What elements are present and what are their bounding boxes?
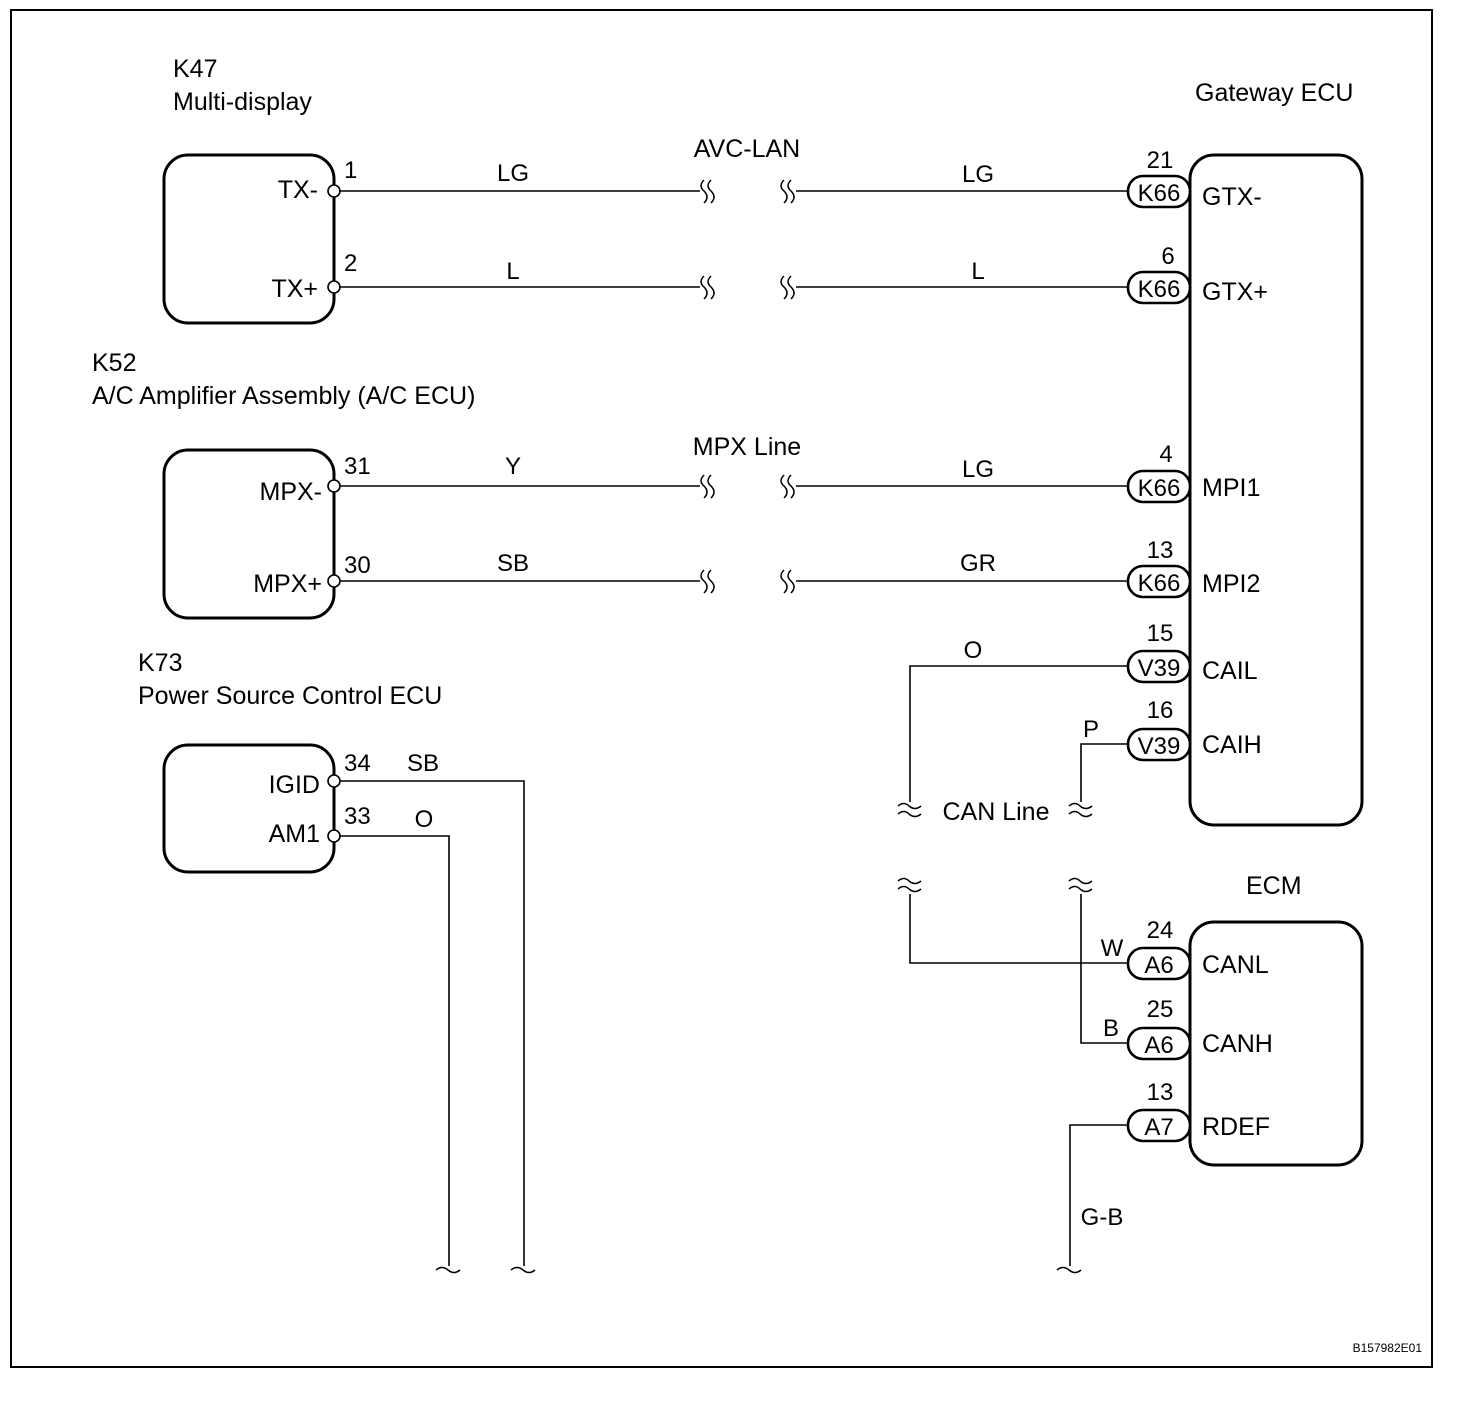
pin-no-1: 1 <box>344 157 357 184</box>
ecm-title: ECM <box>1246 872 1302 900</box>
pin-no-16: 16 <box>1147 697 1174 724</box>
k52-code: K52 <box>92 349 136 377</box>
connector-v39: V39 <box>1138 655 1181 682</box>
connector-pill <box>1126 270 1192 305</box>
wire-gtx-minus: 1 LG LG 21 K66 <box>327 147 1192 209</box>
wire-color-w: W <box>1101 935 1124 962</box>
pin-no-30: 30 <box>344 552 371 579</box>
k47-name: Multi-display <box>173 88 312 116</box>
gateway-pin-caih: CAIH <box>1202 731 1262 759</box>
wire-canh: B 25 A6 <box>1068 877 1192 1061</box>
wire-mpi1: 31 Y LG 4 K66 <box>327 441 1192 504</box>
connector-a6: A6 <box>1144 952 1173 979</box>
ecm-pin-canl: CANL <box>1202 951 1269 979</box>
ecm-pin-rdef: RDEF <box>1202 1113 1270 1141</box>
pin-no-13: 13 <box>1147 537 1174 564</box>
wire-color-lg-right: LG <box>962 161 994 188</box>
wire-rdef: G-B 13 A7 <box>1056 1079 1192 1274</box>
gateway-pin-cail: CAIL <box>1202 657 1258 685</box>
wire-canl: W 24 A6 <box>897 877 1192 981</box>
wire-color-sb: SB <box>497 550 529 577</box>
k52-pin-mpxp: MPX+ <box>253 570 322 598</box>
connector-a7: A7 <box>1144 1114 1173 1141</box>
gateway-pin-mpi2: MPI2 <box>1202 570 1260 598</box>
connector-pill <box>1126 469 1192 504</box>
connector-k66: K66 <box>1138 475 1181 502</box>
diagram-frame <box>10 9 1433 1368</box>
connector-pill <box>1126 727 1192 762</box>
wire-mpi2: 30 SB GR 13 K66 <box>327 537 1192 599</box>
k47-code: K47 <box>173 55 217 83</box>
connector-pill <box>1126 1108 1192 1143</box>
wire-igid: 34 SB <box>327 750 536 1274</box>
k73-name: Power Source Control ECU <box>138 682 442 710</box>
connector-k66: K66 <box>1138 180 1181 207</box>
k47-pin-txp: TX+ <box>271 275 318 303</box>
connector-k66: K66 <box>1138 570 1181 597</box>
wire-cail: O 15 V39 <box>897 620 1192 818</box>
k52-pin-mpxm: MPX- <box>260 478 323 506</box>
wire-color-o-k73: O <box>415 806 434 833</box>
wire-color-p: P <box>1083 716 1099 743</box>
k47-box <box>162 153 336 325</box>
k52-name: A/C Amplifier Assembly (A/C ECU) <box>92 382 475 410</box>
pin-no-6: 6 <box>1161 243 1174 270</box>
connector-pill <box>1126 649 1192 684</box>
connector-k66: K66 <box>1138 276 1181 303</box>
wire-color-l-right: L <box>971 258 984 285</box>
wire-color-gr: GR <box>960 550 996 577</box>
pin-no-4: 4 <box>1159 441 1172 468</box>
connector-pill <box>1126 564 1192 599</box>
wire-color-o: O <box>964 637 983 664</box>
pin-no-21: 21 <box>1147 147 1174 174</box>
k73-code: K73 <box>138 649 182 677</box>
pin-no-34: 34 <box>344 750 371 777</box>
pin-no-13-ecm: 13 <box>1147 1079 1174 1106</box>
connector-pill <box>1126 1026 1192 1061</box>
ecm: ECM CANL CANH RDEF <box>1188 872 1364 1167</box>
wire-color-g-b: G-B <box>1081 1204 1124 1231</box>
wire-color-sb-k73: SB <box>407 750 439 777</box>
wire-color-lg-left: LG <box>497 160 529 187</box>
k47-multi-display: K47 Multi-display TX- TX+ <box>162 55 336 325</box>
connector-pill <box>1126 174 1192 209</box>
gateway-title: Gateway ECU <box>1195 79 1353 107</box>
ecm-pin-canh: CANH <box>1202 1030 1273 1058</box>
k47-pin-txm: TX- <box>278 176 318 204</box>
k73-power-source-ecu: K73 Power Source Control ECU IGID AM1 <box>138 649 442 874</box>
k52-ac-amplifier: K52 A/C Amplifier Assembly (A/C ECU) MPX… <box>92 349 475 620</box>
connector-pill <box>1126 946 1192 981</box>
pin-no-15: 15 <box>1147 620 1174 647</box>
pin-no-24: 24 <box>1147 917 1174 944</box>
wire-gtx-plus: 2 L L 6 K66 <box>327 243 1192 305</box>
k73-pin-am1: AM1 <box>269 820 320 848</box>
bus-mpx-line-label: MPX Line <box>693 433 801 461</box>
pin-no-2: 2 <box>344 250 357 277</box>
k73-pin-igid: IGID <box>269 771 320 799</box>
wire-am1: 33 O <box>327 803 461 1274</box>
wire-caih: P 16 V39 <box>1068 697 1192 818</box>
pin-no-33: 33 <box>344 803 371 830</box>
k52-box <box>162 448 336 620</box>
gateway-pin-gtxm: GTX- <box>1202 183 1262 211</box>
wire-color-y: Y <box>505 453 521 480</box>
wire-color-lg: LG <box>962 456 994 483</box>
gateway-ecu: Gateway ECU GTX- GTX+ MPI1 MPI2 CAIL CAI… <box>1188 79 1364 827</box>
wire-color-l-left: L <box>506 258 519 285</box>
connector-v39: V39 <box>1138 733 1181 760</box>
pin-no-25: 25 <box>1147 996 1174 1023</box>
diagram-id: B157982E01 <box>1353 1341 1423 1355</box>
k73-box <box>162 743 336 874</box>
bus-avc-lan-label: AVC-LAN <box>694 135 801 163</box>
bus-can-line-label: CAN Line <box>943 798 1050 826</box>
gateway-pin-gtxp: GTX+ <box>1202 278 1268 306</box>
pin-no-31: 31 <box>344 453 371 480</box>
wire-color-b: B <box>1103 1015 1119 1042</box>
gateway-pin-mpi1: MPI1 <box>1202 474 1260 502</box>
connector-a6: A6 <box>1144 1032 1173 1059</box>
